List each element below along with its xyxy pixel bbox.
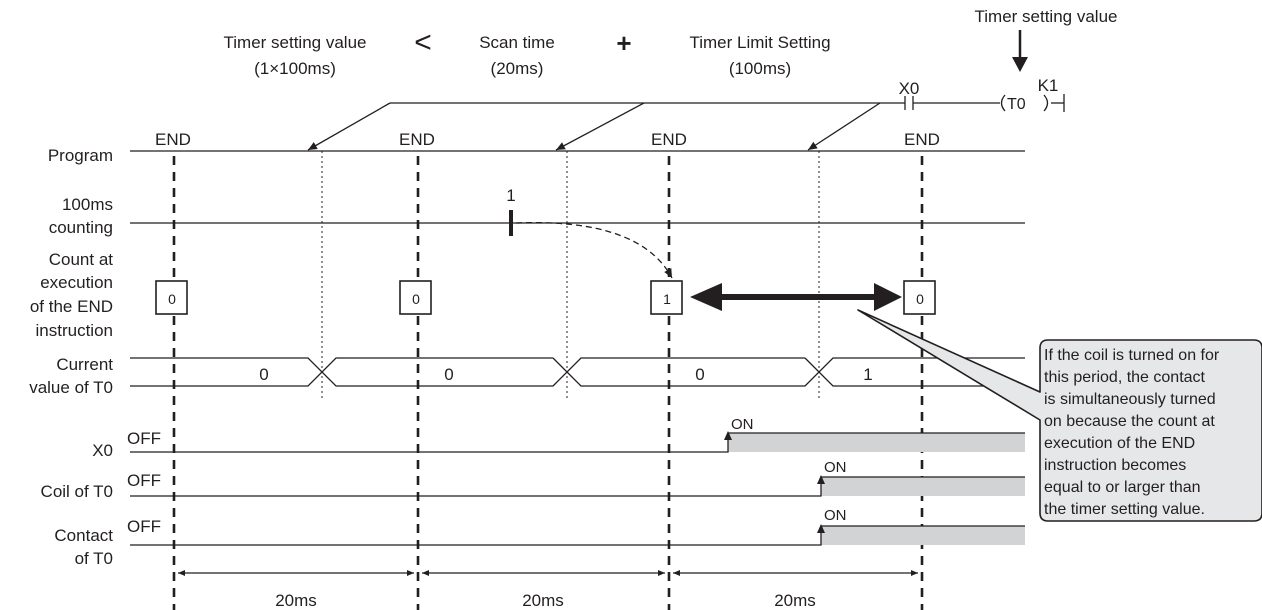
plus-symbol: +: [616, 28, 631, 58]
row-label-counting-2: counting: [49, 218, 113, 237]
header-timer-setting-value-sub: (1×100ms): [254, 59, 336, 78]
interval-label-2: 20ms: [522, 591, 564, 610]
x0-signal: [130, 432, 1025, 453]
end-count-box-2: [399, 280, 432, 315]
callout-line-8: the timer setting value.: [1044, 501, 1205, 518]
x0-on-label: ON: [731, 416, 754, 433]
current-value-1: 0: [259, 365, 268, 384]
end-count-value-3: 1: [663, 291, 671, 307]
scan-arrow-2: [555, 102, 645, 151]
row-label-contact-2: of T0: [75, 549, 113, 568]
end-count-value-4: 0: [916, 291, 924, 307]
row-label-current-1: Current: [56, 355, 113, 374]
end-count-value-1: 0: [168, 291, 176, 307]
period-arrow-left-head: [690, 283, 722, 311]
end-count-box-3: [650, 280, 683, 315]
x0-on-region: [728, 433, 1025, 452]
scan-arrow-3: [807, 102, 881, 151]
contact-on-label: ON: [824, 507, 847, 524]
coil-on-region: [821, 477, 1025, 496]
header-scan-time: Scan time: [479, 33, 555, 52]
row-label-count-4: instruction: [36, 321, 113, 340]
callout-line-3: is simultaneously turned: [1044, 391, 1216, 408]
coil-off-label: OFF: [127, 471, 161, 490]
end-count-box-4: [903, 280, 936, 315]
row-label-counting-1: 100ms: [62, 195, 113, 214]
end-count-box-1: [155, 280, 188, 315]
coil-signal: [130, 476, 1025, 497]
explanation-callout: If the coil is turned on for this period…: [857, 309, 1262, 522]
ladder-contact-label: X0: [899, 79, 920, 98]
callout-line-1: If the coil is turned on for: [1044, 347, 1220, 364]
coil-rise-arrow: [817, 475, 825, 484]
row-label-contact-1: Contact: [54, 526, 113, 545]
header-scan-time-sub: (20ms): [491, 59, 544, 78]
row-label-current-2: value of T0: [29, 378, 113, 397]
header-timer-limit: Timer Limit Setting: [689, 33, 830, 52]
interval-label-1: 20ms: [275, 591, 317, 610]
row-label-program: Program: [48, 146, 113, 165]
end-label-4: END: [904, 130, 940, 149]
contact-signal: [130, 525, 1025, 546]
contact-on-region: [821, 526, 1025, 545]
ladder-coil-label: T0: [1007, 96, 1026, 113]
coil-on-label: ON: [824, 459, 847, 476]
row-label-count-2: execution: [40, 273, 113, 292]
contact-rise-arrow: [817, 524, 825, 533]
end-label-1: END: [155, 130, 191, 149]
x0-rise-arrow: [724, 431, 732, 440]
end-label-2: END: [399, 130, 435, 149]
x0-off-label: OFF: [127, 429, 161, 448]
row-label-coil: Coil of T0: [41, 482, 113, 501]
interval-label-3: 20ms: [774, 591, 816, 610]
contact-off-label: OFF: [127, 517, 161, 536]
header-timer-setting-value: Timer setting value: [224, 33, 367, 52]
end-count-value-2: 0: [412, 291, 420, 307]
coil-right-arc: [1043, 94, 1049, 112]
callout-line-5: execution of the END: [1044, 435, 1195, 452]
callout-line-2: this period, the contact: [1044, 369, 1206, 386]
scan-arrow-1: [307, 102, 391, 151]
count-tick-label: 1: [506, 186, 515, 205]
end-label-3: END: [651, 130, 687, 149]
callout-line-6: instruction becomes: [1044, 457, 1186, 474]
period-arrow-right-head: [874, 283, 902, 311]
coil-left-arc: [1000, 94, 1006, 112]
current-value-2: 0: [444, 365, 453, 384]
count-transfer-arrow: [515, 221, 673, 279]
callout-line-7: equal to or larger than: [1044, 479, 1201, 496]
less-than-symbol: <: [414, 26, 432, 59]
current-value-bus: [130, 357, 1025, 387]
row-label-count-3: of the END: [30, 297, 113, 316]
current-value-3: 0: [695, 365, 704, 384]
header-timer-setting-value-top: Timer setting value: [975, 7, 1118, 26]
current-value-4: 1: [863, 365, 872, 384]
header-timer-limit-sub: (100ms): [729, 59, 791, 78]
row-label-x0: X0: [92, 441, 113, 460]
ladder-constant-label: K1: [1038, 76, 1059, 95]
row-label-count-1: Count at: [49, 250, 114, 269]
callout-line-4: on because the count at: [1044, 413, 1215, 430]
k1-pointer-arrowhead: [1012, 57, 1028, 72]
